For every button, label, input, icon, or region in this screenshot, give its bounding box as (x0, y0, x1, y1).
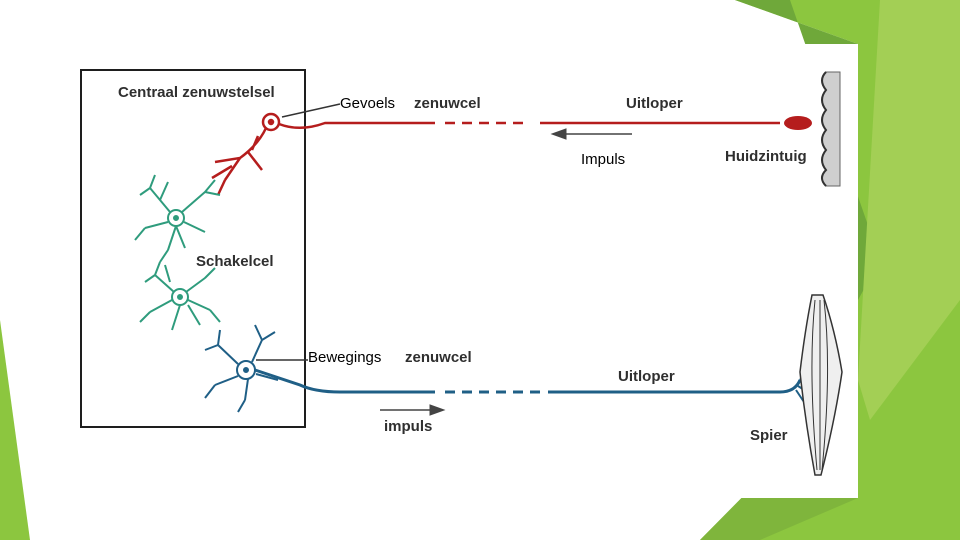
sensory-pointer-line (281, 103, 341, 118)
interneuron-label: Schakelcel (196, 253, 274, 270)
skin-receptor-ending (784, 116, 812, 130)
sensory-axon-label: Uitloper (626, 95, 683, 112)
motor-axon-label: Uitloper (618, 368, 675, 385)
motor-label-suffix: zenuwcel (405, 349, 472, 366)
impulse-bottom-label: impuls (384, 418, 433, 435)
sensory-label-suffix: zenuwcel (414, 95, 481, 112)
impulse-top-label: Impuls (581, 151, 626, 168)
left-green-sliver (0, 320, 30, 540)
muscle-shape (799, 294, 843, 476)
cns-label: Centraal zenuwstelsel (118, 84, 275, 101)
skin-receptor-label: Huidzintuig (725, 148, 807, 165)
impulse-arrow-right (380, 404, 446, 416)
right-light-facet (858, 0, 960, 420)
impulse-arrow-left (550, 128, 632, 140)
motor-neuron (204, 324, 823, 413)
diagram-panel (76, 44, 858, 498)
motor-label-prefix: Bewegings (308, 349, 382, 366)
muscle-label: Spier (750, 427, 788, 444)
sensory-neuron (211, 112, 812, 196)
sensory-label-prefix: Gevoels (340, 95, 396, 112)
interneuron (134, 174, 221, 331)
cns-box (80, 69, 306, 428)
sensory-cell-body (261, 112, 281, 132)
